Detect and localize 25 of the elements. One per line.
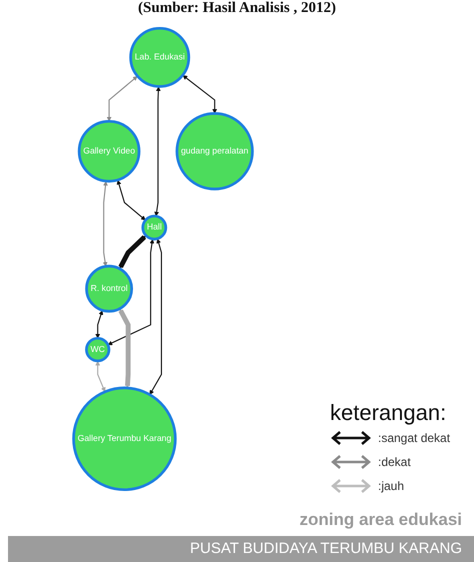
source-note: (Sumber: Hasil Analisis , 2012) bbox=[137, 0, 337, 17]
arrow bbox=[95, 360, 106, 392]
arrow bbox=[116, 180, 146, 220]
arrow bbox=[118, 235, 146, 269]
arrow bbox=[108, 238, 154, 346]
legend-label: :jauh bbox=[378, 479, 404, 493]
node-circle: gudang peralatan bbox=[176, 112, 254, 190]
subtitle: zoning area edukasi bbox=[300, 510, 462, 530]
node-circle: WC bbox=[85, 336, 110, 362]
arrow bbox=[106, 76, 138, 122]
arrow bbox=[118, 308, 131, 388]
node-circle: Lab. Edukasi bbox=[129, 26, 190, 88]
node-circle: Gallery Video bbox=[78, 120, 140, 183]
arrow bbox=[154, 86, 161, 216]
legend-label: :sangat dekat bbox=[378, 431, 450, 445]
arrow bbox=[150, 238, 162, 395]
arrow bbox=[95, 310, 104, 339]
arrow bbox=[182, 75, 218, 114]
node-circle: Hall bbox=[141, 214, 168, 240]
legend-title: keterangan: bbox=[330, 400, 448, 426]
legend-label: :dekat bbox=[378, 455, 411, 469]
node-circle: R. kontrol bbox=[85, 264, 134, 313]
arrow bbox=[102, 181, 108, 267]
footer-title: PUSAT BUDIDAYA TERUMBU KARANG bbox=[190, 540, 462, 557]
node-circle: Gallery Terumbu Karang bbox=[72, 386, 177, 492]
